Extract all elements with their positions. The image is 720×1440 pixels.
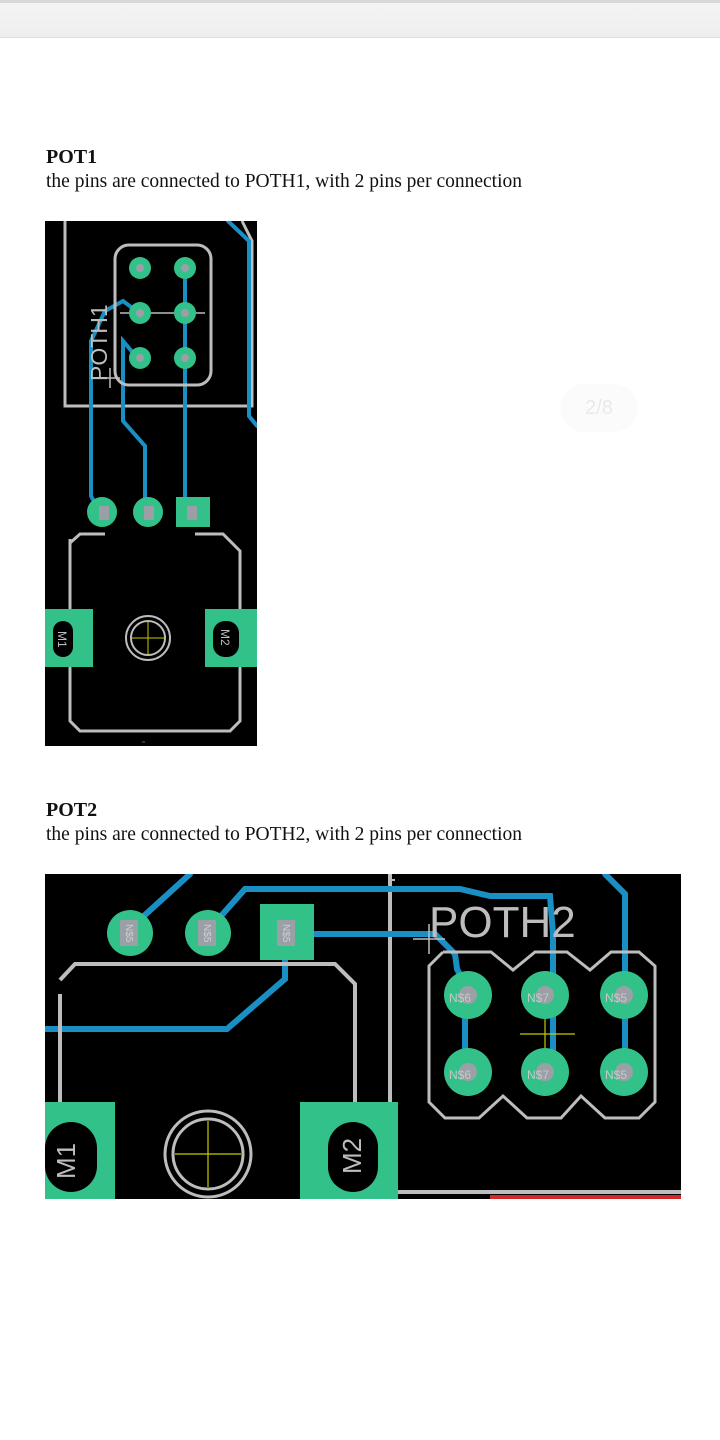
header-pin-label-top-3: N$5 — [605, 991, 627, 1005]
pcb-image-pot1: POTH1 M1 M2 — [45, 221, 257, 746]
section-description-pot1: the pins are connected to POTH1, with 2 … — [46, 171, 523, 192]
pot-pin-label-1: N$5 — [123, 924, 134, 943]
section-title-pot1: POT1 — [46, 146, 98, 168]
pot-pin-label-3: N$5 — [280, 924, 291, 943]
pcb-image-pot2: N$5 N$5 N$5 M1 M2 POTH2 N$6 N$7 N$5 N$6 … — [45, 874, 681, 1199]
header-pin-label-bottom-3: N$5 — [605, 1068, 627, 1082]
mount-pad-label-m2-pot1: M2 — [218, 629, 232, 646]
pot-pin-label-2: N$5 — [201, 924, 212, 943]
browser-top-bar — [0, 0, 720, 38]
header-label-poth2: POTH2 — [429, 898, 576, 947]
header-pin-label-bottom-2: N$7 — [527, 1068, 549, 1082]
header-pin-label-bottom-1: N$6 — [449, 1068, 471, 1082]
header-pin-label-top-1: N$6 — [449, 991, 471, 1005]
page-indicator: 2/8 — [585, 396, 613, 419]
section-title-pot2: POT2 — [46, 799, 98, 821]
header-label-poth1: POTH1 — [86, 304, 112, 381]
header-pin-label-top-2: N$7 — [527, 991, 549, 1005]
section-description-pot2: the pins are connected to POTH2, with 2 … — [46, 824, 523, 845]
mount-pad-label-m2-pot2: M2 — [337, 1138, 367, 1174]
mount-pad-label-m1-pot1: M1 — [55, 631, 69, 648]
mount-pad-label-m1-pot2: M1 — [51, 1143, 81, 1179]
